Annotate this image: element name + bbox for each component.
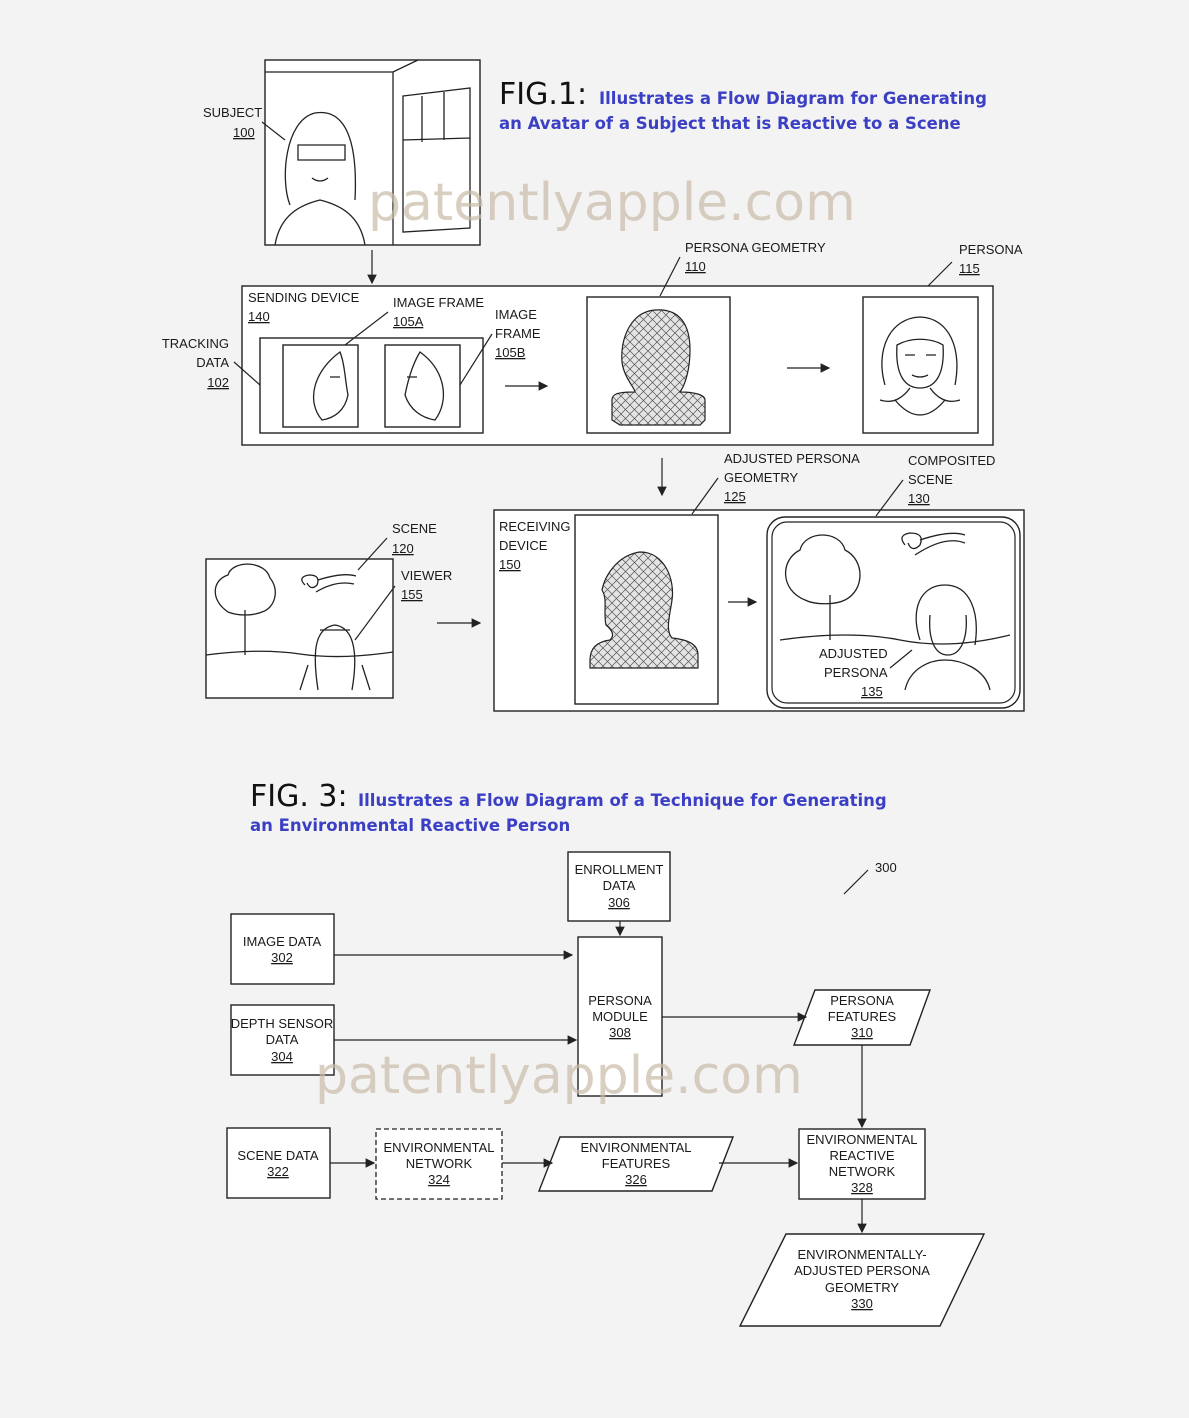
env-adjusted-line1: ENVIRONMENTALLY-: [797, 1247, 926, 1262]
sending-device-number: 140: [248, 309, 270, 324]
composited-scene-line1: COMPOSITED: [908, 453, 995, 468]
env-reactive-line2: REACTIVE: [829, 1148, 894, 1163]
scene-data-number: 322: [267, 1164, 289, 1179]
persona-module-line2: MODULE: [592, 1009, 648, 1024]
fig3-caption-line2: an Environmental Reactive Person: [250, 816, 570, 835]
adjusted-persona-line1: ADJUSTED: [819, 646, 888, 661]
fig1-caption-line2: an Avatar of a Subject that is Reactive …: [499, 114, 961, 133]
scene-number: 120: [392, 541, 414, 556]
image-frame-a-number: 105A: [393, 314, 424, 329]
receiving-device-line1: RECEIVING: [499, 519, 571, 534]
persona-module-box: PERSONA MODULE 308: [577, 936, 663, 1097]
env-reactive-number: 328: [851, 1180, 873, 1195]
composited-scene-number: 130: [908, 491, 930, 506]
persona-module-number: 308: [609, 1025, 631, 1040]
receiving-device-number: 150: [499, 557, 521, 572]
scene-data-line1: SCENE DATA: [237, 1148, 318, 1163]
viewer-number: 155: [401, 587, 423, 602]
persona-mesh-icon: [611, 309, 706, 426]
adjusted-geometry-line2: GEOMETRY: [724, 470, 798, 485]
fig1-title: FIG.1:: [499, 77, 587, 112]
environmental-network-box: ENVIRONMENTAL NETWORK 324: [375, 1128, 503, 1200]
env-network-line1: ENVIRONMENTAL: [384, 1140, 495, 1155]
image-frame-105b: [384, 344, 461, 428]
image-data-box: IMAGE DATA 302: [230, 913, 335, 985]
persona-module-line1: PERSONA: [588, 993, 652, 1008]
tracking-data-line1: TRACKING: [162, 336, 229, 351]
adjusted-persona-number: 135: [861, 684, 883, 699]
adjusted-persona-line2: PERSONA: [824, 665, 888, 680]
image-data-line1: IMAGE DATA: [243, 934, 322, 949]
depth-sensor-line2: DATA: [266, 1032, 299, 1047]
sending-device-label: SENDING DEVICE: [248, 290, 360, 305]
persona-number: 115: [959, 261, 980, 276]
env-adjusted-number: 330: [851, 1296, 873, 1311]
tracking-data-number: 102: [207, 375, 229, 390]
persona-geometry-number: 110: [685, 259, 706, 274]
env-features-number: 326: [625, 1172, 647, 1187]
adjusted-geometry-line1: ADJUSTED PERSONA: [724, 451, 860, 466]
composited-scene-box: [766, 516, 1021, 709]
env-adjusted-line3: GEOMETRY: [825, 1280, 899, 1295]
adjusted-geometry-number: 125: [724, 489, 746, 504]
env-reactive-line1: ENVIRONMENTAL: [807, 1132, 918, 1147]
persona-features-shape: PERSONA FEATURES 310: [792, 989, 931, 1046]
adjusted-mesh-icon: [589, 551, 699, 669]
depth-sensor-number: 304: [271, 1049, 293, 1064]
image-frame-b-line1: IMAGE: [495, 307, 537, 322]
env-adjusted-line2: ADJUSTED PERSONA: [794, 1263, 930, 1278]
subject-number: 100: [233, 125, 255, 140]
image-frame-a-label: IMAGE FRAME: [393, 295, 484, 310]
env-network-line2: NETWORK: [406, 1156, 473, 1171]
env-network-number: 324: [428, 1172, 450, 1187]
fig3-arrows: [330, 921, 867, 1234]
env-features-line2: FEATURES: [602, 1156, 671, 1171]
image-frame-b-number: 105B: [495, 345, 525, 360]
image-frame-105a: [282, 344, 359, 428]
composited-scene-line2: SCENE: [908, 472, 953, 487]
persona-label: PERSONA: [959, 242, 1023, 257]
scene-data-box: SCENE DATA 322: [226, 1127, 331, 1199]
environmental-features-shape: ENVIRONMENTAL FEATURES 326: [537, 1136, 735, 1192]
image-frame-b-line2: FRAME: [495, 326, 541, 341]
scene-label: SCENE: [392, 521, 437, 536]
enrollment-data-box: ENROLLMENT DATA 306: [567, 851, 671, 922]
fig3-ref-number: 300: [875, 860, 897, 875]
env-adjusted-persona-geometry-shape: ENVIRONMENTALLY- ADJUSTED PERSONA GEOMET…: [738, 1233, 986, 1327]
image-data-number: 302: [271, 950, 293, 965]
persona-features-line1: PERSONA: [830, 993, 894, 1008]
fig3-caption-line1: Illustrates a Flow Diagram of a Techniqu…: [358, 791, 887, 810]
env-reactive-line3: NETWORK: [829, 1164, 896, 1179]
enrollment-line1: ENROLLMENT: [575, 862, 664, 877]
environmental-reactive-network-box: ENVIRONMENTAL REACTIVE NETWORK 328: [798, 1128, 926, 1200]
persona-geometry-label: PERSONA GEOMETRY: [685, 240, 826, 255]
fig1-caption-line1: Illustrates a Flow Diagram for Generatin…: [599, 89, 987, 108]
subject-label: SUBJECT: [203, 105, 262, 120]
env-features-line1: ENVIRONMENTAL: [581, 1140, 692, 1155]
enrollment-line2: DATA: [603, 878, 636, 893]
receiving-device-line2: DEVICE: [499, 538, 548, 553]
enrollment-number: 306: [608, 895, 630, 910]
depth-sensor-data-box: DEPTH SENSOR DATA 304: [230, 1004, 335, 1076]
scene-box: [205, 558, 394, 699]
persona-features-number: 310: [851, 1025, 873, 1040]
depth-sensor-line1: DEPTH SENSOR: [231, 1016, 334, 1031]
subject-illustration: [264, 59, 481, 246]
viewer-label: VIEWER: [401, 568, 452, 583]
persona-features-line2: FEATURES: [828, 1009, 897, 1024]
fig1-caption: FIG.1: Illustrates a Flow Diagram for Ge…: [499, 77, 987, 133]
watermark-top: patentlyapple.com: [368, 173, 856, 233]
tracking-data-line2: DATA: [196, 355, 229, 370]
watermark-bottom: patentlyapple.com: [315, 1046, 803, 1106]
fig3-title: FIG. 3:: [250, 779, 348, 814]
